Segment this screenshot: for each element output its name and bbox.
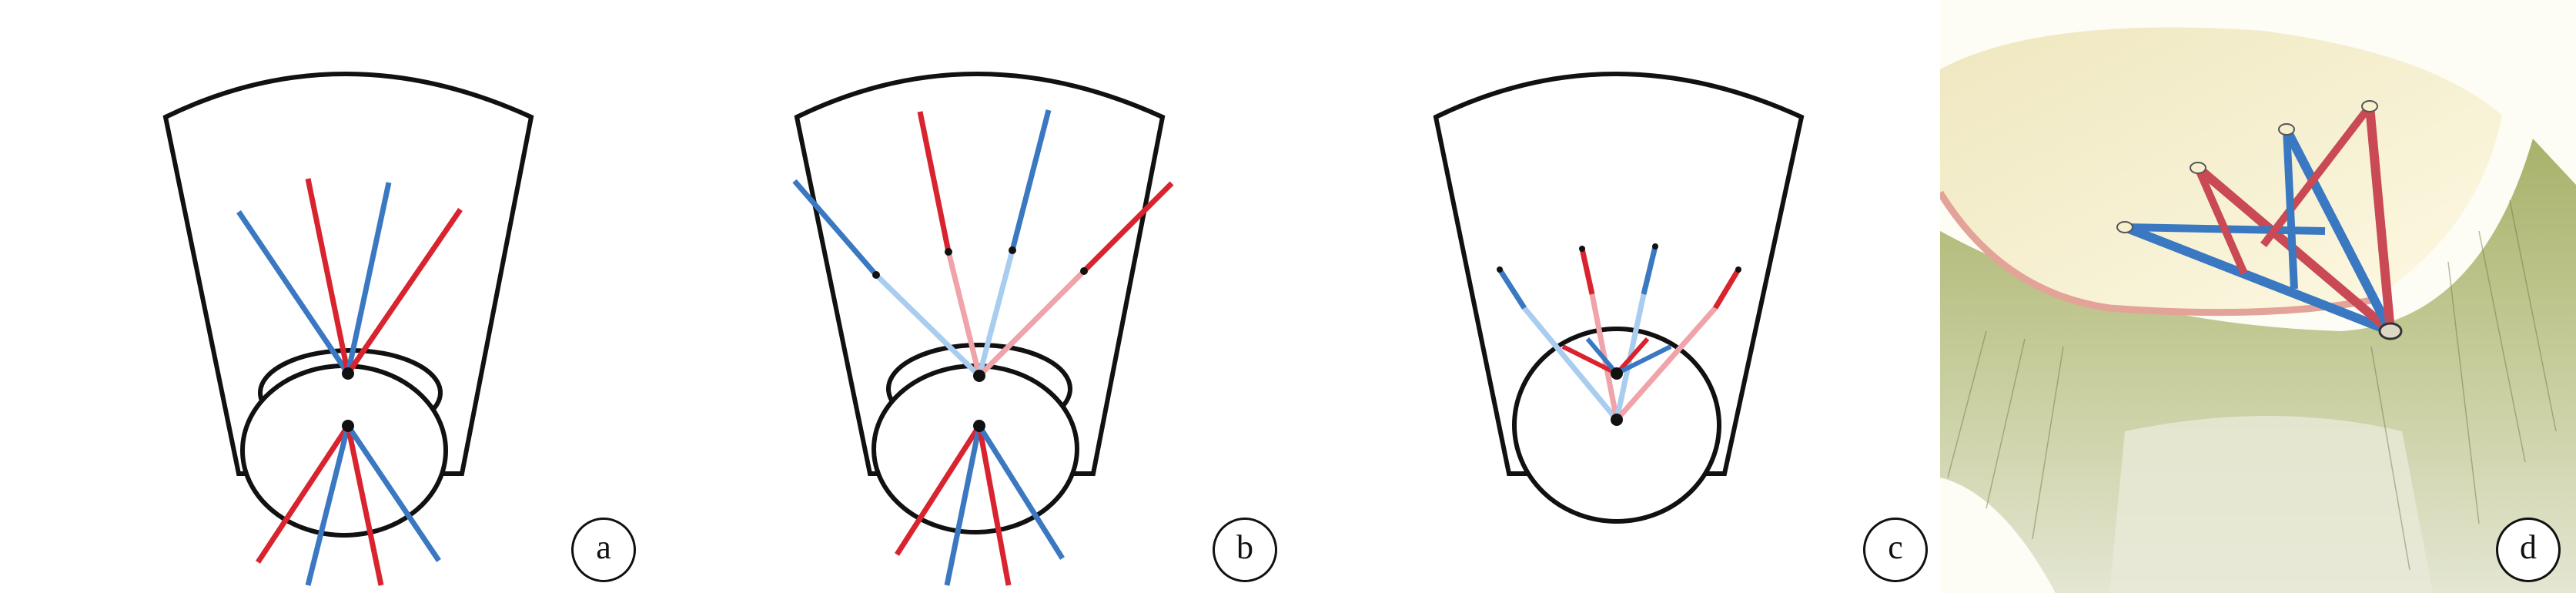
- tunnel-red-1: [1579, 248, 1595, 295]
- panel-label-b: b: [1213, 518, 1277, 582]
- tunnel-light-blue-1: [874, 273, 982, 378]
- panel-c-diagram: [1433, 72, 1805, 524]
- tunnel-red-1: [305, 178, 351, 374]
- anchor-dot-icon: [2278, 123, 2295, 136]
- glenoid-cap: [1940, 27, 2502, 313]
- bone-shaft-highlight: [2109, 416, 2433, 593]
- panel-b: b: [647, 0, 1293, 593]
- tunnel-blue-4: [346, 424, 441, 562]
- tunnel-blue-2: [345, 182, 392, 374]
- tunnel-blue-4: [1615, 344, 1672, 376]
- tunnel-blue-1: [236, 210, 350, 375]
- tunnel-blue-4: [977, 424, 1065, 560]
- tunnel-blue-2: [1009, 109, 1052, 251]
- tunnel-red-2: [346, 208, 463, 375]
- anchor-dot-icon: [2378, 322, 2403, 340]
- tunnel-blue-2: [2282, 127, 2395, 333]
- anchor-dot-icon: [342, 367, 354, 380]
- tunnel-red-4: [345, 425, 384, 586]
- anchor-dot-icon: [1009, 246, 1016, 254]
- panel-a-diagram: [162, 72, 534, 586]
- anchor-dot-icon: [1579, 246, 1585, 252]
- cap-rim: [1940, 190, 2372, 317]
- panel-a: a: [0, 0, 647, 593]
- anchor-dot-icon: [2361, 100, 2378, 112]
- hatching: [1947, 199, 2557, 571]
- anchor-dot-icon: [1611, 367, 1623, 380]
- anchor-dot-icon: [1611, 414, 1623, 426]
- tunnel-light-red-1: [945, 251, 982, 377]
- tunnel-red-1: [917, 111, 952, 253]
- tunnel-blue-3: [944, 425, 982, 586]
- panel-b-diagram: [792, 72, 1174, 586]
- panel-d: d: [1940, 0, 2576, 593]
- tunnel-blue-1: [792, 179, 878, 277]
- anchor-dot-icon: [872, 271, 880, 279]
- anchor-dot-icon: [1652, 243, 1658, 250]
- tunnel-light-red-2: [1614, 306, 1718, 422]
- panel-label-a: a: [571, 518, 636, 582]
- tunnel-red-3: [895, 424, 982, 556]
- panel-label-c: c: [1863, 518, 1928, 582]
- tunnel-blue-2: [1641, 246, 1658, 295]
- anchor-dot-icon: [2190, 162, 2206, 174]
- bone-body: [1940, 139, 2576, 593]
- anchor-dot-icon: [342, 420, 354, 432]
- anchor-dot-icon: [945, 248, 952, 256]
- tunnel-red-2: [1712, 268, 1741, 310]
- anchor-dot-icon: [1735, 266, 1741, 273]
- anchor-dot-icon: [2116, 221, 2133, 233]
- tunnel-red-2: [1082, 181, 1174, 273]
- tunnel-blue-3: [1585, 337, 1619, 375]
- anchor-dot-icon: [1080, 267, 1088, 275]
- tunnel-light-red-2: [977, 269, 1086, 378]
- tunnel-blue-1: [2123, 223, 2393, 336]
- tunnel-blue-3: [305, 425, 351, 586]
- tunnel-red-3: [256, 424, 350, 564]
- tunnel-red-4: [976, 425, 1012, 586]
- panel-c: c: [1293, 0, 1940, 593]
- glenoid-illustration-icon: [1940, 0, 2576, 593]
- tunnel-light-blue-1: [1522, 306, 1619, 422]
- bone-outline-icon: [162, 72, 534, 476]
- tunnel-red-3: [2194, 166, 2248, 276]
- tunnel-red-4: [1614, 337, 1650, 375]
- bone-outline-icon: [794, 72, 1166, 476]
- panel-label-d: d: [2496, 518, 2561, 582]
- tunnel-red-2: [2365, 106, 2395, 332]
- bone-outline-icon: [1433, 72, 1805, 476]
- anchor-dot-icon: [1497, 266, 1503, 273]
- tunnel-red-3: [1561, 344, 1618, 376]
- anchor-dot-icon: [973, 370, 985, 382]
- tunnel-red-4: [2260, 103, 2373, 248]
- tunnel-blue-1: [1497, 268, 1527, 310]
- tunnel-blue-4: [2283, 129, 2298, 290]
- anchor-dot-icon: [973, 420, 985, 432]
- tunnel-light-blue-2: [976, 250, 1015, 377]
